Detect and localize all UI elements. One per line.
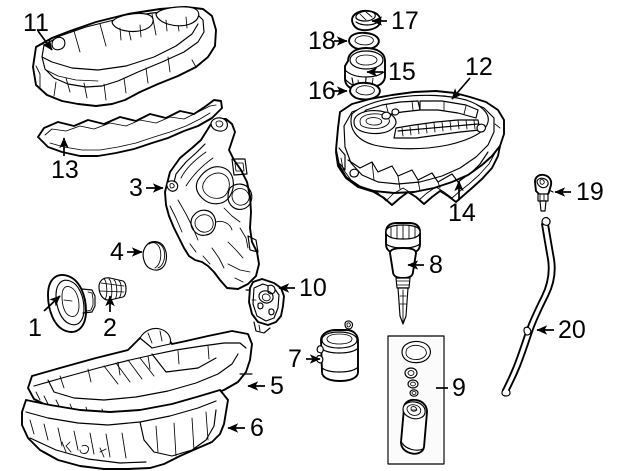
part-left-valve-cover [32, 6, 217, 107]
part-lower-oil-pan [21, 389, 229, 470]
callout-label-5: 5 [270, 372, 284, 400]
callout-label-1: 1 [28, 314, 42, 342]
callout-label-12: 12 [465, 53, 493, 81]
part-right-valve-cover-gasket [335, 145, 501, 206]
part-dipstick-grommet [534, 173, 554, 212]
part-pulley-bolt [98, 277, 127, 301]
callout-label-10: 10 [299, 274, 327, 302]
part-oil-filter-housing [316, 320, 359, 382]
callout-label-9: 9 [452, 374, 466, 402]
callout-label-18: 18 [308, 27, 336, 55]
callout-label-7: 7 [288, 345, 302, 373]
callout-label-2: 2 [103, 314, 117, 342]
callout-label-15: 15 [388, 58, 416, 86]
callout-label-13: 13 [51, 156, 79, 184]
part-oil-filler-cap [351, 9, 382, 32]
part-crankshaft-front-seal [142, 241, 168, 271]
part-oil-cooler-bracket [245, 278, 285, 334]
callout-label-4: 4 [110, 238, 124, 266]
part-dipstick-tube [501, 217, 556, 397]
part-right-valve-cover [335, 90, 505, 194]
callout-label-16: 16 [308, 77, 336, 105]
callout-label-17: 17 [391, 7, 419, 35]
part-timing-cover [164, 117, 260, 290]
part-left-valve-cover-gasket [37, 99, 223, 157]
part-filler-neck-oring [349, 81, 381, 101]
part-oil-filter-kit [387, 335, 445, 465]
callout-label-11: 11 [23, 9, 49, 37]
callout-label-6: 6 [250, 414, 264, 442]
part-crankshaft-pulley [47, 274, 96, 333]
callout-label-8: 8 [429, 251, 443, 279]
callout-label-3: 3 [129, 174, 143, 202]
part-oil-dipstick [385, 222, 421, 325]
callout-label-20: 20 [558, 316, 586, 344]
callout-label-14: 14 [448, 199, 476, 227]
part-oil-filler-neck [344, 47, 386, 91]
part-filler-cap-seal [348, 31, 380, 51]
callout-label-19: 19 [576, 178, 604, 206]
